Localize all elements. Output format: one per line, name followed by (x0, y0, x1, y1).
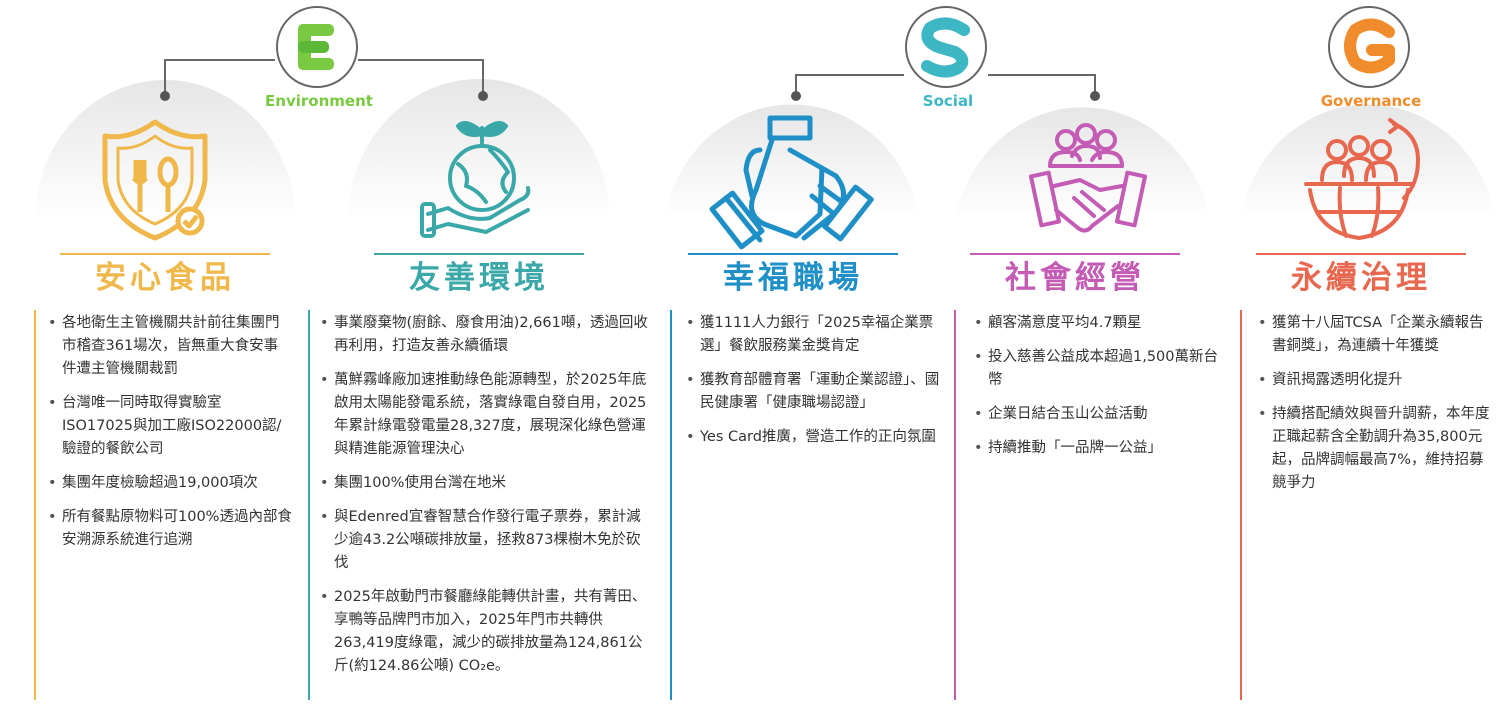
environment-label: Environment (265, 92, 373, 110)
column-title: 安心食品 (95, 260, 235, 296)
dome-3 (664, 104, 920, 220)
column-title: 社會經營 (1005, 260, 1145, 296)
connector-environment (164, 59, 484, 96)
column-list: 各地衛生主管機關共計前往集團門市稽查361場次，皆無重大食安事件遭主管機關裁罰 … (48, 312, 292, 563)
column-title: 友善環境 (409, 260, 549, 296)
list-item: 事業廢棄物(廚餘、廢食用油)2,661噸，透過回收再利用，打造友善永續循環 (320, 312, 650, 358)
list-item: 集團年度檢驗超過19,000項次 (48, 472, 292, 495)
social-label: Social (922, 92, 974, 110)
list-item: 各地衛生主管機關共計前往集團門市稽查361場次，皆無重大食安事件遭主管機關裁罰 (48, 312, 292, 381)
list-item: 萬鮮霧峰廠加速推動綠色能源轉型，於2025年底啟用太陽能發電系統，落實綠電自發自… (320, 369, 650, 461)
social-letter-icon (921, 17, 970, 78)
earth-sprout-hand-icon (420, 121, 531, 238)
connector-social (795, 74, 1096, 96)
list-item: 投入慈善公益成本超過1,500萬新台幣 (974, 346, 1230, 392)
list-item: Yes Card推廣，營造工作的正向氛圍 (686, 426, 940, 449)
list-item: 持續推動「一品牌一公益」 (974, 437, 1230, 460)
column-list: 獲1111人力銀行「2025幸福企業票選」餐飲服務業金獎肯定 獲教育部體育署「運… (686, 312, 940, 460)
column-underline (970, 253, 1180, 255)
column-underline (1256, 253, 1466, 255)
environment-letter-icon (298, 24, 334, 70)
list-item: 資訊揭露透明化提升 (1258, 369, 1490, 392)
column-title: 幸福職場 (723, 260, 863, 296)
list-item: 所有餐點原物料可100%透過內部食安溯源系統進行追溯 (48, 506, 292, 552)
column-divider (1240, 310, 1242, 700)
dome-2 (348, 78, 610, 220)
column-divider (34, 310, 36, 700)
list-item: 獲教育部體育署「運動企業認證」、國民健康署「健康職場認證」 (686, 369, 940, 415)
column-divider (954, 310, 956, 700)
people-handshake-icon (1028, 123, 1148, 233)
hands-together-icon (709, 115, 874, 250)
list-item: 2025年啟動門市餐廳綠能轉供計畫，共有菁田、享鴨等品牌門市加入，2025年門市… (320, 586, 650, 678)
column-list: 事業廢棄物(廚餘、廢食用油)2,661噸，透過回收再利用，打造友善永續循環 萬鮮… (320, 312, 650, 689)
governance-label: Governance (1320, 92, 1422, 110)
list-item: 集團100%使用台灣在地米 (320, 472, 650, 495)
column-divider (670, 310, 672, 700)
people-globe-icon (1304, 118, 1420, 240)
dome-4 (955, 107, 1210, 220)
column-underline (688, 253, 898, 255)
list-item: 與Edenred宜睿智慧合作發行電子票券，累計減少逾43.2公噸碳排放量，拯救8… (320, 506, 650, 575)
list-item: 獲第十八屆TCSA「企業永續報告書銅獎」，為連續十年獲獎 (1258, 312, 1490, 358)
list-item: 台灣唯一同時取得實驗室ISO17025與加工廠ISO22000認/驗證的餐飲公司 (48, 392, 292, 461)
list-item: 持續搭配績效與晉升調薪，本年度正職起薪含全勤調升為35,800元起，品牌調幅最高… (1258, 403, 1490, 495)
column-title: 永續治理 (1291, 260, 1431, 296)
column-list: 獲第十八屆TCSA「企業永續報告書銅獎」，為連續十年獲獎 資訊揭露透明化提升 持… (1258, 312, 1490, 506)
list-item: 企業日結合玉山公益活動 (974, 403, 1230, 426)
governance-letter-icon (1344, 18, 1395, 74)
column-list: 顧客滿意度平均4.7顆星 投入慈善公益成本超過1,500萬新台幣 企業日結合玉山… (974, 312, 1230, 471)
list-item: 獲1111人力銀行「2025幸福企業票選」餐飲服務業金獎肯定 (686, 312, 940, 358)
list-item: 顧客滿意度平均4.7顆星 (974, 312, 1230, 335)
food-safety-shield-icon (102, 119, 208, 241)
column-underline (60, 253, 270, 255)
column-underline (374, 253, 584, 255)
dome-1 (35, 80, 295, 220)
column-divider (308, 310, 310, 700)
